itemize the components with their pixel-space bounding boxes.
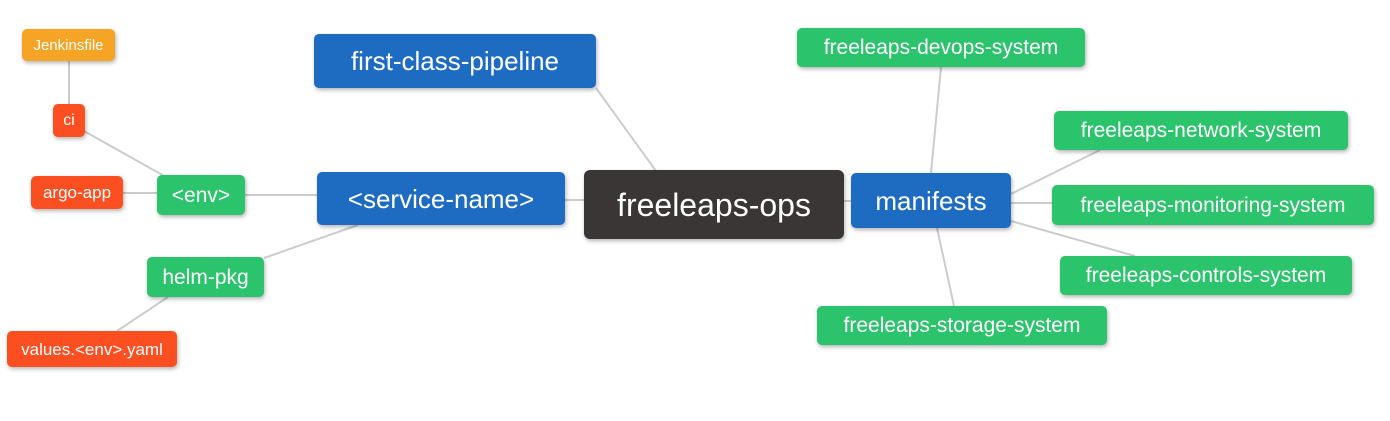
edge-manifests-storage <box>936 227 955 307</box>
node-service-name[interactable]: <service-name> <box>317 172 565 225</box>
edge-manifests-controls <box>1010 220 1136 257</box>
node-freeleaps-devops-system[interactable]: freeleaps-devops-system <box>797 28 1085 67</box>
node-freeleaps-monitoring-system[interactable]: freeleaps-monitoring-system <box>1052 185 1374 225</box>
node-freeleaps-network-system[interactable]: freeleaps-network-system <box>1054 111 1348 150</box>
node-env[interactable]: <env> <box>157 175 245 215</box>
node-helm-pkg[interactable]: helm-pkg <box>147 257 264 297</box>
edge-manifests-devops <box>930 66 942 174</box>
node-jenkinsfile[interactable]: Jenkinsfile <box>22 29 115 61</box>
node-freeleaps-controls-system[interactable]: freeleaps-controls-system <box>1060 256 1352 295</box>
node-freeleaps-storage-system[interactable]: freeleaps-storage-system <box>817 306 1107 345</box>
edge-service-name-helm-pkg <box>263 224 359 259</box>
node-values-env-yaml[interactable]: values.<env>.yaml <box>7 331 177 367</box>
edge-ci-env <box>83 130 167 178</box>
node-freeleaps-ops-root[interactable]: freeleaps-ops <box>584 170 844 239</box>
node-manifests[interactable]: manifests <box>851 173 1011 228</box>
edge-pipeline-root <box>595 87 657 172</box>
edge-helm-pkg-values <box>116 296 169 332</box>
node-argo-app[interactable]: argo-app <box>31 176 123 209</box>
node-first-class-pipeline[interactable]: first-class-pipeline <box>314 34 596 88</box>
node-ci[interactable]: ci <box>53 104 85 137</box>
